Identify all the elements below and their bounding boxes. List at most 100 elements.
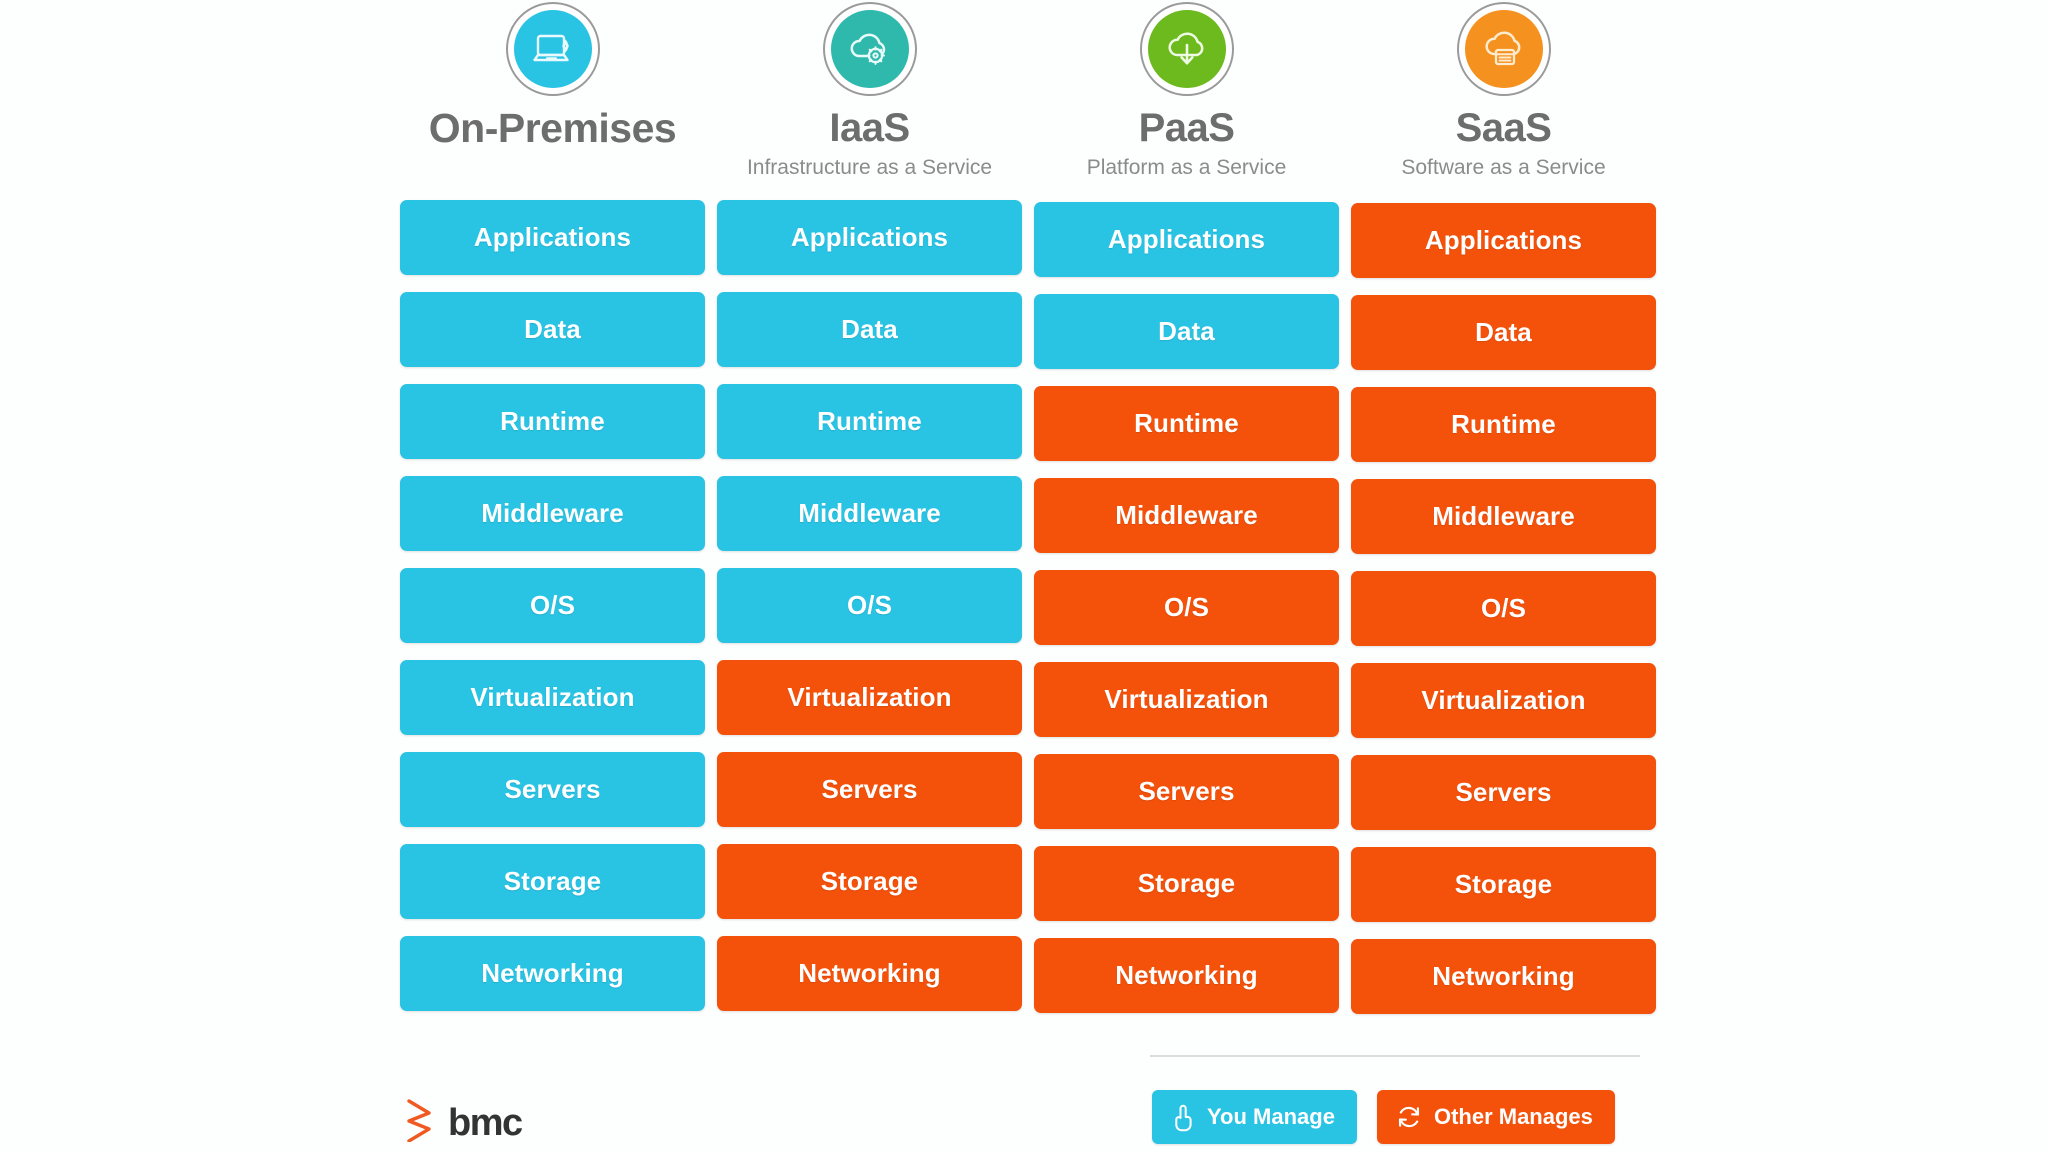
tile-on-premises-middleware: Middleware bbox=[400, 476, 705, 551]
column-title: IaaS bbox=[829, 106, 910, 150]
tile-on-premises-o-s: O/S bbox=[400, 568, 705, 643]
tile-saas-storage: Storage bbox=[1351, 847, 1656, 922]
tile-label: Servers bbox=[1455, 777, 1552, 807]
bmc-logo-text: bmc bbox=[448, 1101, 523, 1144]
tile-on-premises-runtime: Runtime bbox=[400, 384, 705, 459]
tile-on-premises-storage: Storage bbox=[400, 844, 705, 919]
tile-label: O/S bbox=[529, 590, 576, 620]
tile-label: Runtime bbox=[1134, 408, 1239, 438]
tile-paas-applications: Applications bbox=[1034, 202, 1339, 277]
tile-label: O/S bbox=[1163, 592, 1210, 622]
footer-divider bbox=[1150, 1055, 1640, 1057]
tile-label: Networking bbox=[481, 958, 624, 988]
tile-label: O/S bbox=[846, 590, 893, 620]
refresh-circle-icon bbox=[1395, 1103, 1423, 1131]
tile-label: Storage bbox=[503, 866, 602, 896]
column-header-paas: PaaS Platform as a Service bbox=[1034, 0, 1339, 200]
legend-you-manage[interactable]: You Manage bbox=[1152, 1090, 1357, 1144]
legend-other-manages-label: Other Manages bbox=[1433, 1104, 1593, 1129]
cloud-gear-icon-ring bbox=[822, 2, 917, 96]
tile-label: Runtime bbox=[817, 406, 922, 436]
tile-label: Middleware bbox=[1432, 501, 1575, 531]
cloud-gear-icon bbox=[830, 10, 909, 88]
column-title: On-Premises bbox=[428, 105, 677, 151]
tile-label: Networking bbox=[798, 958, 941, 988]
tile-label: Applications bbox=[1107, 224, 1266, 254]
tile-iaas-networking: Networking bbox=[717, 936, 1022, 1011]
tile-label: Virtualization bbox=[1421, 685, 1586, 715]
tile-iaas-middleware: Middleware bbox=[717, 476, 1022, 551]
tile-label: Data bbox=[841, 314, 898, 344]
tile-saas-servers: Servers bbox=[1351, 755, 1656, 830]
tile-label: Servers bbox=[821, 774, 918, 804]
tile-iaas-servers: Servers bbox=[717, 752, 1022, 827]
tile-on-premises-data: Data bbox=[400, 292, 705, 367]
tile-paas-servers: Servers bbox=[1034, 754, 1339, 829]
tile-on-premises-networking: Networking bbox=[400, 936, 705, 1011]
bmc-logo: bmc bbox=[404, 1098, 523, 1147]
column-title: PaaS bbox=[1138, 106, 1235, 150]
tile-iaas-data: Data bbox=[717, 292, 1022, 367]
tile-saas-middleware: Middleware bbox=[1351, 479, 1656, 554]
tile-paas-data: Data bbox=[1034, 294, 1339, 369]
legend-you-manage-label: You Manage bbox=[1207, 1104, 1335, 1129]
tile-on-premises-servers: Servers bbox=[400, 752, 705, 827]
tile-saas-data: Data bbox=[1351, 295, 1656, 370]
tile-on-premises-applications: Applications bbox=[400, 200, 705, 275]
tile-saas-virtualization: Virtualization bbox=[1351, 663, 1656, 738]
cloud-window-icon bbox=[1464, 10, 1543, 88]
tile-label: Runtime bbox=[500, 406, 605, 436]
legend: You Manage Other Manages bbox=[1152, 1090, 1615, 1144]
column-title: SaaS bbox=[1455, 106, 1552, 150]
column-subtitle: Infrastructure as a Service bbox=[746, 156, 993, 179]
tile-label: Virtualization bbox=[470, 682, 635, 712]
tile-paas-runtime: Runtime bbox=[1034, 386, 1339, 461]
cloud-window-icon-ring bbox=[1456, 2, 1551, 96]
tile-iaas-virtualization: Virtualization bbox=[717, 660, 1022, 735]
tile-iaas-o-s: O/S bbox=[717, 568, 1022, 643]
tile-label: Applications bbox=[790, 222, 949, 252]
tile-label: Middleware bbox=[481, 498, 624, 528]
tile-saas-runtime: Runtime bbox=[1351, 387, 1656, 462]
tile-label: Storage bbox=[1454, 869, 1553, 899]
tile-label: Data bbox=[1475, 317, 1532, 347]
tile-label: Virtualization bbox=[787, 682, 952, 712]
pointing-hand-icon bbox=[1170, 1102, 1196, 1132]
tile-label: Storage bbox=[1137, 868, 1236, 898]
tile-paas-networking: Networking bbox=[1034, 938, 1339, 1013]
column-subtitle: Platform as a Service bbox=[1086, 156, 1287, 179]
legend-other-manages[interactable]: Other Manages bbox=[1376, 1090, 1615, 1144]
responsibility-grid: Applications Applications Applications Appl… bbox=[400, 200, 1656, 1014]
tile-label: Data bbox=[524, 314, 581, 344]
tile-on-premises-virtualization: Virtualization bbox=[400, 660, 705, 735]
column-headers: On-Premises bbox=[400, 0, 1656, 200]
laptop-icon-ring bbox=[505, 2, 600, 96]
tile-label: Middleware bbox=[798, 498, 941, 528]
column-subtitle: Software as a Service bbox=[1401, 156, 1606, 179]
tile-paas-middleware: Middleware bbox=[1034, 478, 1339, 553]
tile-label: Servers bbox=[504, 774, 601, 804]
tile-paas-o-s: O/S bbox=[1034, 570, 1339, 645]
laptop-icon bbox=[513, 10, 592, 88]
column-header-iaas: IaaS Infrastructure as a Service bbox=[717, 0, 1022, 200]
cloud-download-icon bbox=[1147, 10, 1226, 88]
bmc-logo-icon bbox=[404, 1098, 438, 1147]
tile-label: Networking bbox=[1432, 961, 1575, 991]
tile-label: Storage bbox=[820, 866, 919, 896]
tile-label: Runtime bbox=[1451, 409, 1556, 439]
tile-label: Virtualization bbox=[1104, 684, 1269, 714]
column-header-on-premises: On-Premises bbox=[400, 0, 705, 200]
tile-saas-o-s: O/S bbox=[1351, 571, 1656, 646]
tile-paas-virtualization: Virtualization bbox=[1034, 662, 1339, 737]
tile-iaas-applications: Applications bbox=[717, 200, 1022, 275]
column-header-saas: SaaS Software as a Service bbox=[1351, 0, 1656, 200]
cloud-download-icon-ring bbox=[1139, 2, 1234, 96]
tile-label: Servers bbox=[1138, 776, 1235, 806]
tile-label: Networking bbox=[1115, 960, 1258, 990]
tile-saas-networking: Networking bbox=[1351, 939, 1656, 1014]
tile-label: Middleware bbox=[1115, 500, 1258, 530]
tile-saas-applications: Applications bbox=[1351, 203, 1656, 278]
tile-label: Applications bbox=[1424, 225, 1583, 255]
tile-label: O/S bbox=[1480, 593, 1527, 623]
